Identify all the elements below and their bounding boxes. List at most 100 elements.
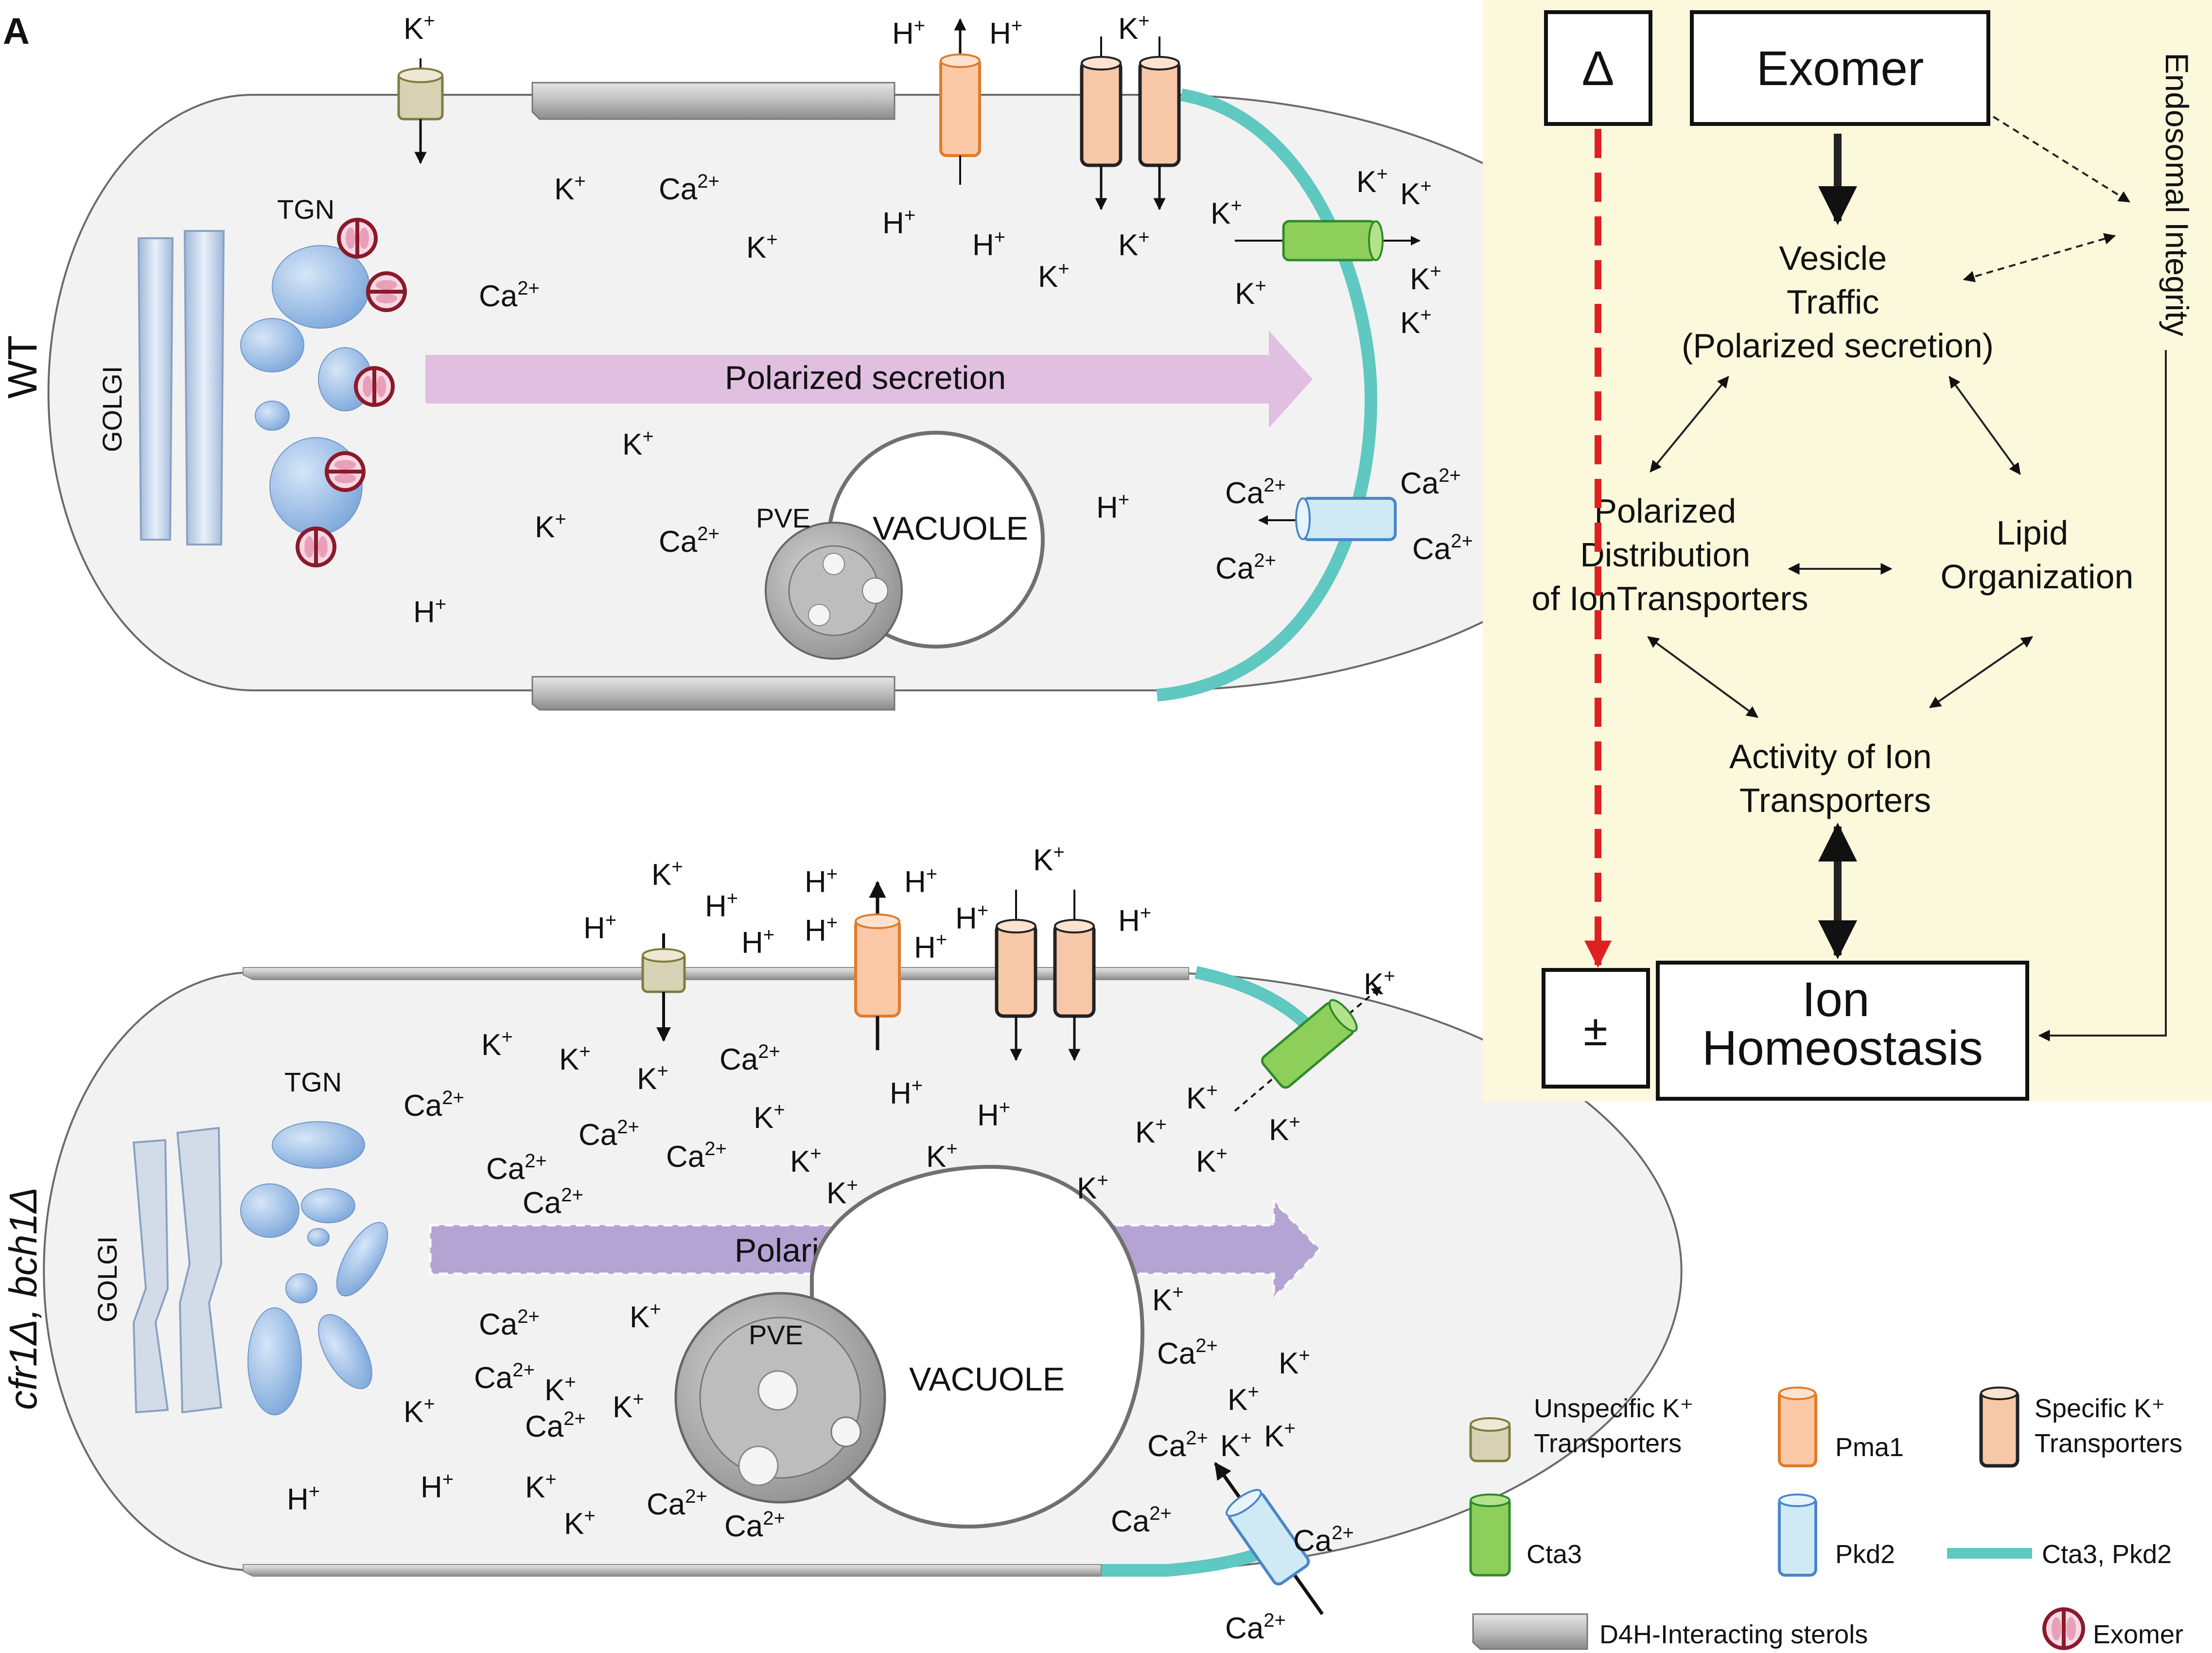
ion-k-mut-25: K+ [926, 1138, 958, 1174]
mutant-pma1-transporter [854, 880, 901, 1050]
legend-pma1-icon [1778, 1387, 1817, 1467]
ion-ca-wt-12: Ca2+ [479, 278, 540, 313]
wt-vacuole-label: VACUOLE [873, 510, 1028, 547]
ion-ca-wt-22: Ca2+ [1225, 475, 1286, 510]
ion-k-mut-30: K+ [1077, 1170, 1108, 1205]
ion-h-mut-3: H+ [583, 910, 616, 945]
ion-h-mut-5: H+ [805, 863, 838, 899]
mutant-sterol-bar-bottom [243, 1564, 1102, 1577]
ion-k-mut-15: K+ [637, 1060, 668, 1096]
ion-k-wt-5: K+ [554, 171, 586, 206]
ion-k-mut-14: K+ [559, 1041, 591, 1076]
ion-k-wt-16: K+ [1400, 176, 1432, 211]
ion-h-mut-2: H+ [705, 888, 738, 923]
ion-k-mut-21: K+ [754, 1099, 785, 1135]
exomer-to-endosomal-arrow [1992, 116, 2131, 203]
ion-ca-wt-23: Ca2+ [1400, 465, 1461, 500]
ion-ca-mut-20: Ca2+ [579, 1116, 639, 1152]
mutant-row-label: cfr1Δ, bch1Δ [1, 1187, 45, 1410]
legend-exomer-label: Exomer [2093, 1620, 2183, 1649]
ion-h-mut-6: H+ [805, 912, 838, 948]
ion-k-wt-14: K+ [1211, 195, 1242, 230]
mutant-specific-transporters [995, 890, 1096, 1061]
wt-pkd2-transporter [1258, 497, 1397, 541]
ion-k-mut-26: K+ [1135, 1114, 1167, 1149]
mutant-teal-membrane-top [1194, 966, 1313, 1031]
ion-k-mut-12: K+ [1364, 966, 1395, 1001]
ion-k-mut-1: K+ [651, 856, 683, 892]
ion-ca-mut-54: Ca2+ [1293, 1522, 1354, 1558]
ion-k-wt-15: K+ [1356, 163, 1388, 199]
ion-ca-wt-6: Ca2+ [659, 171, 720, 206]
legend-cta3-icon [1469, 1494, 1511, 1577]
ion-k-wt-8: K+ [746, 229, 778, 264]
ion-h-wt-26: H+ [413, 594, 446, 629]
ion-ca-mut-55: Ca2+ [1225, 1610, 1286, 1645]
legend-pkd2-icon [1778, 1494, 1817, 1577]
wt-secretion-arrow [425, 331, 1313, 428]
pm-box [1542, 968, 1650, 1089]
wt-sterol-bar-top [531, 82, 895, 120]
legend-unspecific-label: Unspecific K⁺Transporters [1534, 1394, 1694, 1458]
vesicle-distribution-arrow [1650, 376, 1729, 473]
ion-ca-mut-43: Ca2+ [525, 1408, 586, 1443]
delta-symbol: Δ [1582, 41, 1615, 96]
pm-symbol: ± [1583, 1006, 1607, 1055]
ion-k-mut-49: K+ [525, 1469, 557, 1504]
ion-k-mut-19: K+ [1186, 1080, 1218, 1115]
mutant-pkd2-transporter [1214, 1462, 1324, 1616]
wt-pve-label: PVE [756, 503, 810, 533]
ion-h-mut-10: H+ [914, 929, 947, 965]
wt-specific-transporters [1080, 36, 1181, 211]
ion-k-mut-36: K+ [1279, 1345, 1310, 1380]
ion-h-mut-18: H+ [890, 1075, 923, 1110]
mutant-unspecific-transporter [641, 933, 686, 1042]
ion-ca-mut-22: Ca2+ [666, 1138, 727, 1174]
vesicle-traffic-label: Vesicle Traffic (Polarized secretion) [1682, 239, 1994, 365]
wt-sterol-bar-bottom [531, 676, 895, 711]
wt-golgi-label: GOLGI [97, 366, 127, 452]
legend-cta3-label: Cta3 [1527, 1540, 1582, 1569]
ion-k-mut-33: K+ [1152, 1282, 1184, 1317]
ion-homeostasis-label: Ion Homeostasis [1702, 972, 1983, 1075]
ion-ca-mut-38: Ca2+ [474, 1359, 535, 1395]
ion-k-mut-29: K+ [1196, 1143, 1228, 1178]
vesicle-endosomal-arrow [1963, 233, 2116, 282]
panel-b: Δ Exomer Endosomal Integrity Vesicle Tra… [1483, 0, 2212, 1101]
ion-k-mut-40: K+ [404, 1393, 435, 1429]
ion-h-wt-2: H+ [892, 15, 925, 51]
wt-cell: GOLGI TGN Polarized secretion VACUOLE P [47, 10, 1669, 711]
ion-h-wt-9: H+ [972, 227, 1005, 262]
legend-pkd2-label: Pkd2 [1835, 1540, 1895, 1569]
ion-k-mut-7: K+ [1033, 842, 1065, 877]
ion-ca-wt-20: Ca2+ [659, 523, 720, 559]
ion-h-mut-47: H+ [287, 1481, 320, 1516]
polarized-distribution-label: Polarized Distribution of IonTransporter… [1531, 492, 1808, 617]
wt-unspecific-transporter [397, 58, 444, 164]
ion-ca-mut-41: Ca2+ [1157, 1335, 1218, 1371]
ion-k-wt-18: K+ [1400, 304, 1432, 340]
mutant-tgn-vesicles [240, 1121, 388, 1415]
endosomal-to-homeostasis-arrow [2038, 350, 2167, 1041]
ion-ca-mut-50: Ca2+ [647, 1486, 707, 1521]
legend-sterol-icon [1472, 1613, 1588, 1650]
ion-h-mut-11: H+ [1118, 902, 1151, 938]
wt-exomer-coats [296, 218, 407, 567]
panel-a-label: A [3, 11, 30, 52]
legend: Unspecific K⁺Transporters Pma1 Specific … [1469, 1387, 2183, 1650]
ion-h-mut-8: H+ [904, 863, 937, 899]
legend-specific-label: Specific K⁺Transporters [2035, 1394, 2182, 1458]
ion-k-mut-46: K+ [1220, 1427, 1252, 1463]
ion-k-mut-51: K+ [564, 1505, 596, 1541]
exomer-box [1690, 10, 1990, 126]
ion-k-wt-19: K+ [622, 426, 654, 461]
wt-teal-membrane [1156, 88, 1378, 702]
legend-specific-icon [1979, 1387, 2019, 1468]
ion-ca-mut-17: Ca2+ [404, 1087, 464, 1123]
wt-tgn-label: TGN [277, 194, 334, 225]
endosomal-integrity-label: Endosomal Integrity [2159, 53, 2195, 336]
lipid-organization-label: Lipid Organization [1941, 514, 2134, 596]
wt-row-label: WT [0, 335, 45, 399]
ion-k-mut-13: K+ [481, 1026, 513, 1062]
